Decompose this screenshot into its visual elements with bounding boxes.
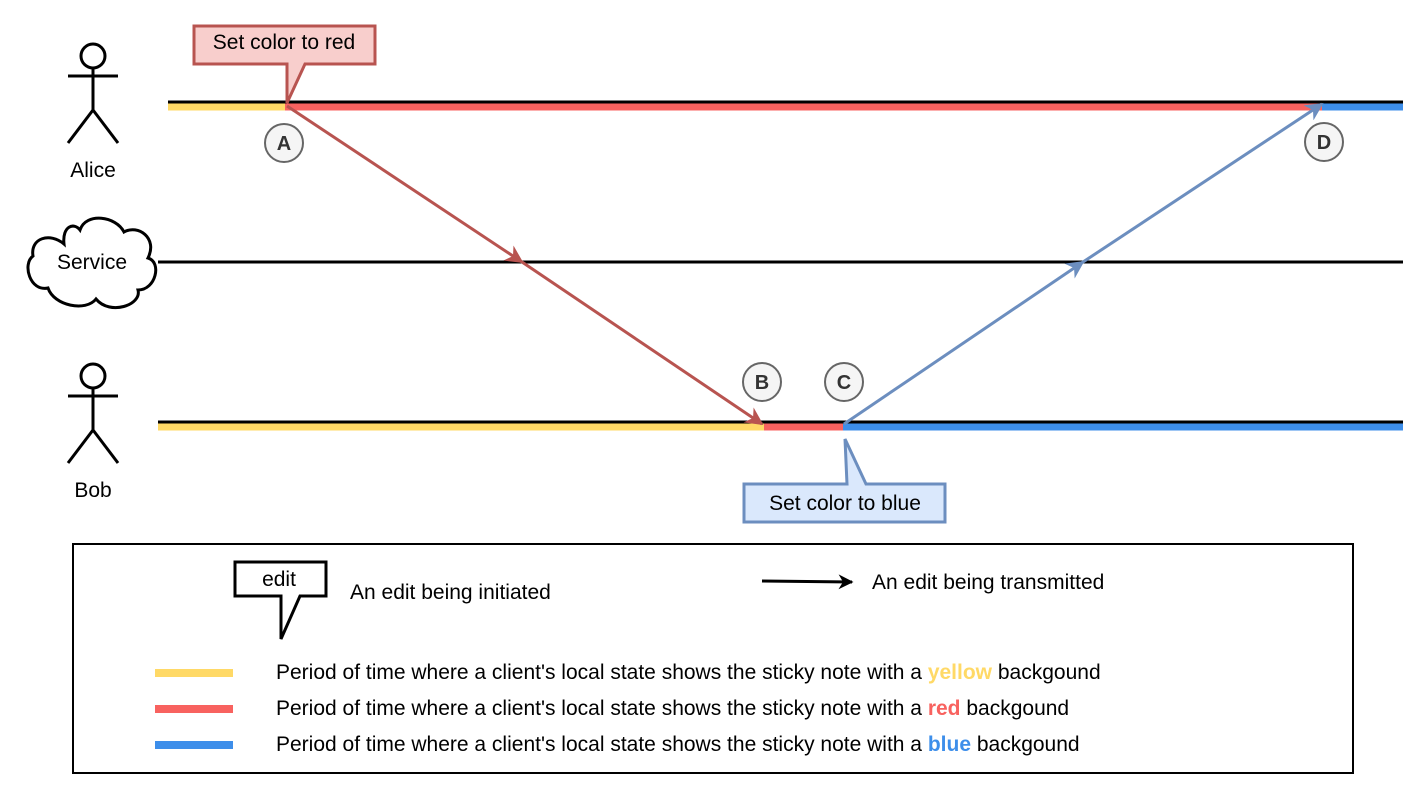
legend-blue-text: Period of time where a client's local st… [276,733,1080,756]
legend-edit-callout-icon: edit [233,560,328,640]
set-color-red-label: Set color to red [213,31,355,54]
set-color-blue-callout: Set color to blue [742,438,947,524]
service-cloud-icon [26,216,158,310]
legend-arrow-icon [761,574,854,590]
alice-actor-icon [66,42,120,144]
marker-d: D [1304,122,1344,162]
bob-timeline [158,420,1403,431]
marker-a: A [264,123,304,163]
marker-c-label: C [837,372,851,394]
bob-label: Bob [74,479,111,502]
alice-label: Alice [70,159,116,182]
marker-a-label: A [277,133,291,155]
set-color-blue-label: Set color to blue [769,492,921,515]
marker-b: B [742,362,782,402]
set-color-red-callout: Set color to red [192,24,377,104]
alice-timeline [168,100,1403,111]
legend: edit An edit being initiated An edit bei… [72,543,1354,774]
red-edit-transmission [286,104,764,426]
blue-edit-transmission [843,102,1324,426]
legend-edit-callout-label: edit [262,568,296,591]
marker-b-label: B [755,372,769,394]
marker-d-label: D [1317,132,1331,154]
legend-edit-initiated-text: An edit being initiated [350,581,551,604]
bob-actor-icon [66,362,120,464]
legend-edit-transmitted-text: An edit being transmitted [872,571,1104,594]
service-label: Service [57,251,127,274]
legend-red-text: Period of time where a client's local st… [276,697,1069,720]
marker-c: C [824,362,864,402]
legend-yellow-text: Period of time where a client's local st… [276,661,1101,684]
